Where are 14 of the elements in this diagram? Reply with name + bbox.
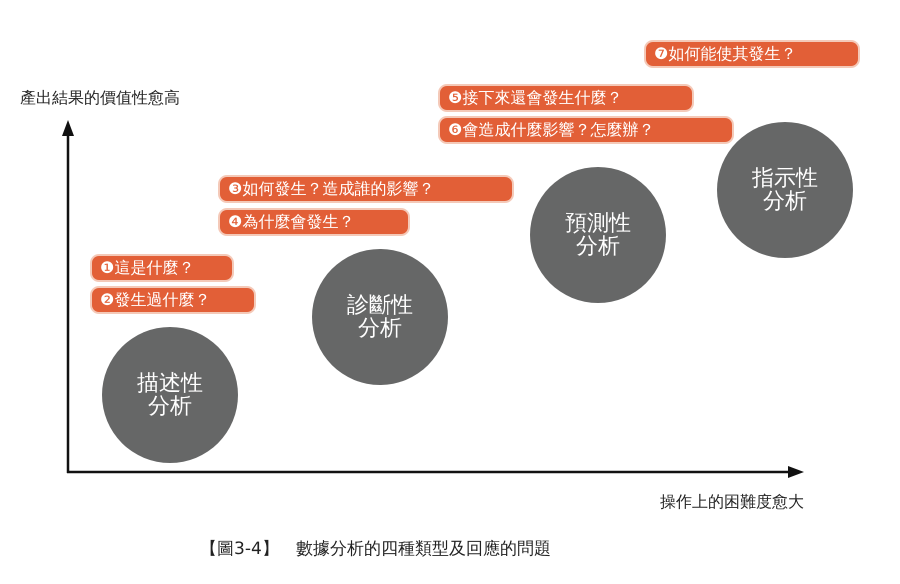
question-tag: ❹為什麼會發生？ <box>220 210 408 234</box>
analysis-circle: 描述性分析 <box>102 327 238 463</box>
analysis-circle: 指示性分析 <box>717 122 853 258</box>
question-tag: ❷發生過什麼？ <box>92 288 254 312</box>
analysis-circle: 診斷性分析 <box>312 249 448 385</box>
question-tag: ❺接下來還會發生什麼？ <box>440 86 692 110</box>
figure-caption: 【圖3-4】 數據分析的四種類型及回應的問題 <box>200 538 551 560</box>
question-tag: ❶這是什麼？ <box>92 256 232 280</box>
question-tag: ❸如何發生？造成誰的影響？ <box>220 177 512 201</box>
axis-label: 產出結果的價值性愈高 <box>20 88 180 109</box>
analysis-circle: 預測性分析 <box>530 167 666 303</box>
question-tag: ❻會造成什麼影響？怎麼辦？ <box>440 118 732 142</box>
question-tag: ❼如何能使其發生？ <box>646 42 858 66</box>
axis-label: 操作上的困難度愈大 <box>660 492 804 513</box>
